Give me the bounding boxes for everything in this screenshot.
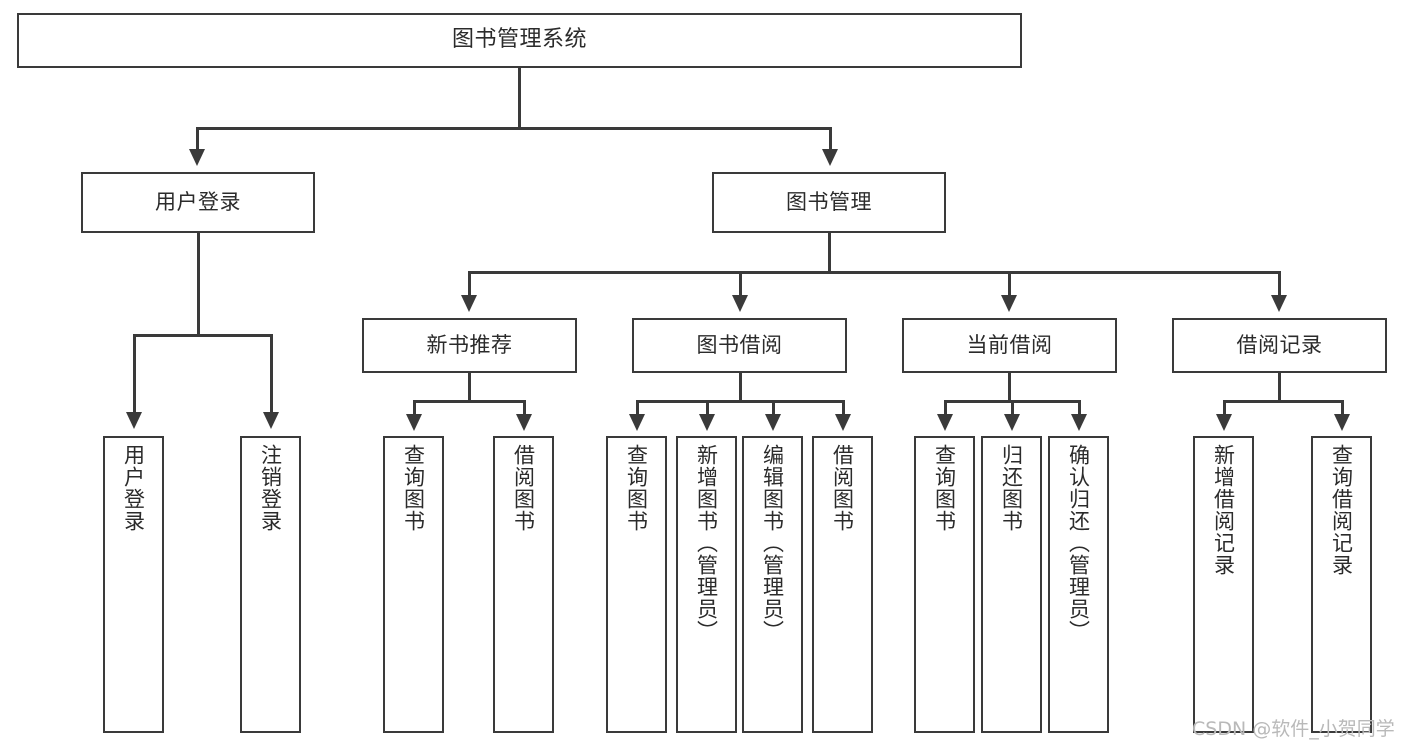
node-label: 图书管理 xyxy=(786,189,872,214)
node-label: 借阅图书 xyxy=(511,444,536,532)
leaf-current-borrow-query-books[interactable]: 查询图书 xyxy=(914,436,975,733)
node-label: 查询图书 xyxy=(932,444,957,532)
arrow-new-book-to-leaf-2 xyxy=(516,414,532,431)
leaf-current-borrow-confirm-return-admin[interactable]: 确认归还（管理员） xyxy=(1048,436,1109,733)
node-label: 编辑图书（管理员） xyxy=(760,444,785,642)
edge-user-login-to-leaf-1 xyxy=(133,334,136,414)
arrow-user-login-to-leaf-2 xyxy=(263,412,279,429)
leaf-book-borrow-add-book-admin[interactable]: 新增图书（管理员） xyxy=(676,436,737,733)
arrow-borrow-record-to-leaf-1 xyxy=(1216,414,1232,431)
node-label: 新增图书（管理员） xyxy=(694,444,719,642)
node-label: 借阅图书 xyxy=(830,444,855,532)
arrow-new-book-to-leaf-1 xyxy=(406,414,422,431)
edge-book-borrow-to-leaf-1 xyxy=(636,400,639,416)
node-label: 注销登录 xyxy=(258,444,283,532)
edge-root-to-book-mgmt xyxy=(829,127,832,151)
arrow-book-mgmt-to-l3-2 xyxy=(732,295,748,312)
leaf-book-borrow-edit-book-admin[interactable]: 编辑图书（管理员） xyxy=(742,436,803,733)
arrow-book-borrow-to-leaf-3 xyxy=(765,414,781,431)
edge-root-stem xyxy=(518,67,521,129)
arrow-book-borrow-to-leaf-2 xyxy=(699,414,715,431)
node-label: 新增借阅记录 xyxy=(1211,444,1236,576)
edge-root-to-user-login xyxy=(196,127,199,151)
edge-book-mgmt-stem xyxy=(828,232,831,274)
edge-current-borrow-to-leaf-2 xyxy=(1011,400,1014,416)
edge-book-mgmt-to-l3-2 xyxy=(739,271,742,297)
edge-borrow-record-stem xyxy=(1278,372,1281,402)
node-label: 当前借阅 xyxy=(966,332,1053,357)
edge-root-bus xyxy=(196,127,832,130)
edge-book-mgmt-to-l3-3 xyxy=(1008,271,1011,297)
leaf-borrow-record-query-record[interactable]: 查询借阅记录 xyxy=(1311,436,1372,733)
node-borrow-record[interactable]: 借阅记录 xyxy=(1172,318,1387,373)
arrow-book-mgmt-to-l3-4 xyxy=(1271,295,1287,312)
arrow-book-mgmt-to-l3-3 xyxy=(1001,295,1017,312)
arrow-current-borrow-to-leaf-1 xyxy=(937,414,953,431)
arrow-root-to-user-login xyxy=(189,149,205,166)
edge-book-borrow-bus xyxy=(636,400,843,403)
node-label: 查询图书 xyxy=(401,444,426,532)
edge-borrow-record-bus xyxy=(1223,400,1343,403)
node-label: 查询图书 xyxy=(624,444,649,532)
node-root-book-management-system[interactable]: 图书管理系统 xyxy=(17,13,1022,68)
node-label: 用户登录 xyxy=(155,189,241,214)
leaf-new-book-borrow-books[interactable]: 借阅图书 xyxy=(493,436,554,733)
arrow-book-borrow-to-leaf-4 xyxy=(835,414,851,431)
node-label: 借阅记录 xyxy=(1236,332,1323,357)
edge-current-borrow-to-leaf-1 xyxy=(944,400,947,416)
leaf-user-login-logout[interactable]: 注销登录 xyxy=(240,436,301,733)
node-label: 归还图书 xyxy=(999,444,1024,532)
node-label: 新书推荐 xyxy=(426,332,513,357)
arrow-user-login-to-leaf-1 xyxy=(126,412,142,429)
edge-current-borrow-to-leaf-3 xyxy=(1078,400,1081,416)
node-label: 图书管理系统 xyxy=(451,27,587,53)
node-label: 图书借阅 xyxy=(696,332,783,357)
node-label: 用户登录 xyxy=(121,444,146,532)
edge-user-login-to-leaf-2 xyxy=(270,334,273,414)
edge-book-mgmt-to-l3-4 xyxy=(1278,271,1281,297)
node-label: 确认归还（管理员） xyxy=(1066,444,1091,642)
node-label: 查询借阅记录 xyxy=(1329,444,1354,576)
edge-book-mgmt-bus xyxy=(468,271,1280,274)
leaf-book-borrow-borrow-books[interactable]: 借阅图书 xyxy=(812,436,873,733)
edge-new-book-stem xyxy=(468,372,471,402)
edge-borrow-record-to-leaf-2 xyxy=(1341,400,1344,416)
leaf-borrow-record-add-record[interactable]: 新增借阅记录 xyxy=(1193,436,1254,733)
edge-new-book-to-leaf-1 xyxy=(413,400,416,416)
node-user-login[interactable]: 用户登录 xyxy=(81,172,315,233)
node-new-book-recommend[interactable]: 新书推荐 xyxy=(362,318,577,373)
edge-new-book-to-leaf-2 xyxy=(523,400,526,416)
leaf-current-borrow-return-books[interactable]: 归还图书 xyxy=(981,436,1042,733)
edge-current-borrow-stem xyxy=(1008,372,1011,402)
edge-user-login-stem xyxy=(197,232,200,336)
arrow-current-borrow-to-leaf-2 xyxy=(1004,414,1020,431)
leaf-new-book-query-books[interactable]: 查询图书 xyxy=(383,436,444,733)
edge-new-book-bus xyxy=(413,400,525,403)
node-book-borrow[interactable]: 图书借阅 xyxy=(632,318,847,373)
edge-book-borrow-to-leaf-2 xyxy=(706,400,709,416)
arrow-borrow-record-to-leaf-2 xyxy=(1334,414,1350,431)
arrow-book-mgmt-to-l3-1 xyxy=(461,295,477,312)
edge-book-borrow-stem xyxy=(739,372,742,402)
node-book-management[interactable]: 图书管理 xyxy=(712,172,946,233)
arrow-book-borrow-to-leaf-1 xyxy=(629,414,645,431)
edge-user-login-bus xyxy=(133,334,272,337)
node-current-borrow[interactable]: 当前借阅 xyxy=(902,318,1117,373)
edge-book-mgmt-to-l3-1 xyxy=(468,271,471,297)
edge-borrow-record-to-leaf-1 xyxy=(1223,400,1226,416)
edge-book-borrow-to-leaf-4 xyxy=(842,400,845,416)
arrow-current-borrow-to-leaf-3 xyxy=(1071,414,1087,431)
leaf-book-borrow-query-books[interactable]: 查询图书 xyxy=(606,436,667,733)
edge-book-borrow-to-leaf-3 xyxy=(772,400,775,416)
arrow-root-to-book-mgmt xyxy=(822,149,838,166)
leaf-user-login-login[interactable]: 用户登录 xyxy=(103,436,164,733)
